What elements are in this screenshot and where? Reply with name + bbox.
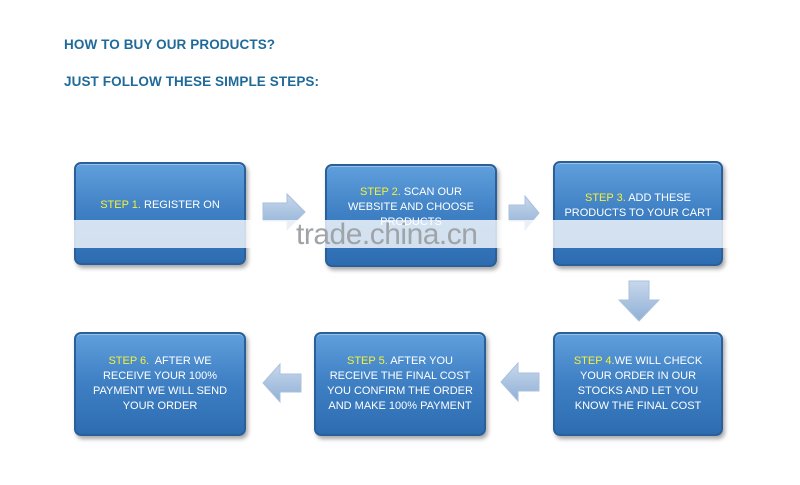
step-2-box: STEP 2. SCAN OUR WEBSITE AND CHOOSE PROD… bbox=[325, 164, 497, 267]
step-1-box: STEP 1. REGISTER ON bbox=[74, 162, 246, 265]
step-5-label: STEP 5. bbox=[347, 355, 388, 367]
page-subtitle: JUST FOLLOW THESE SIMPLE STEPS: bbox=[64, 74, 320, 89]
step-2-text: SCAN OUR WEBSITE AND CHOOSE PRODUCTS bbox=[348, 186, 474, 228]
step-1-label: STEP 1. bbox=[100, 199, 141, 211]
watermark-band bbox=[55, 220, 745, 248]
step-5-box: STEP 5. AFTER YOU RECEIVE THE FINAL COST… bbox=[314, 332, 486, 436]
step-1-text: REGISTER ON bbox=[144, 199, 220, 211]
step-6-label: STEP 6. bbox=[108, 355, 150, 367]
step-4-text: WE WILL CHECK YOUR ORDER IN OUR STOCKS A… bbox=[574, 355, 703, 412]
step-4-box: STEP 4.WE WILL CHECK YOUR ORDER IN OUR S… bbox=[553, 332, 723, 436]
step-5-text: AFTER YOU RECEIVE THE FINAL COST YOU CON… bbox=[327, 355, 473, 412]
step-4-label: STEP 4. bbox=[573, 355, 615, 367]
page-title: HOW TO BUY OUR PRODUCTS? bbox=[64, 37, 276, 52]
arrow-left-icon bbox=[262, 362, 302, 404]
step-3-box: STEP 3. ADD THESE PRODUCTS TO YOUR CART bbox=[553, 161, 723, 266]
step-6-box: STEP 6. AFTER WE RECEIVE YOUR 100% PAYME… bbox=[74, 332, 246, 436]
step-3-text: ADD THESE PRODUCTS TO YOUR CART bbox=[564, 191, 712, 219]
step-2-label: STEP 2. bbox=[360, 186, 401, 198]
watermark: trade.china.cn bbox=[296, 218, 478, 251]
step-3-label: STEP 3. bbox=[585, 191, 626, 204]
arrow-left-icon bbox=[500, 361, 540, 403]
step-6-text: AFTER WE RECEIVE YOUR 100% PAYMENT WE WI… bbox=[92, 355, 228, 412]
arrow-down-icon bbox=[618, 280, 660, 322]
